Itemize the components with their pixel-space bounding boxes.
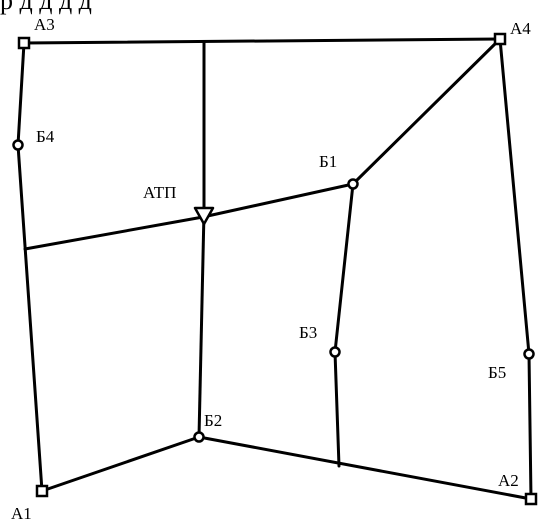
edge-atp-left	[23, 215, 205, 251]
edge-a2-b5	[527, 352, 533, 501]
label-b4: Б4	[36, 127, 55, 146]
edge-a1-b2	[40, 435, 201, 493]
edges	[16, 37, 533, 501]
edge-b2-a2	[197, 435, 533, 501]
edge-a4-b1	[351, 37, 502, 186]
label-a4: A4	[510, 19, 531, 38]
node-b1-circle	[347, 178, 359, 190]
label-a1: A1	[11, 504, 32, 523]
node-b4-circle	[12, 139, 24, 151]
label-a3: A3	[34, 15, 55, 34]
label-b3: Б3	[299, 323, 317, 342]
label-b1: Б1	[319, 152, 337, 171]
node-a1-square	[35, 484, 49, 498]
label-a2: A2	[498, 471, 519, 490]
edge-b5-a4	[498, 37, 531, 356]
node-a4-square	[493, 32, 507, 46]
label-b5: Б5	[488, 363, 506, 382]
edge-b1-b3	[333, 182, 355, 354]
edge-a3-b4	[16, 41, 26, 147]
node-a2-square	[524, 492, 538, 506]
node-a3-square	[17, 36, 31, 50]
label-b2: Б2	[204, 411, 222, 430]
atp-triangle-icon	[193, 206, 215, 226]
edge-b3-junction	[333, 350, 341, 468]
node-b5-circle	[523, 348, 535, 360]
edge-atp-b2	[197, 210, 206, 439]
cropped-top-text: р д д д д	[0, 0, 92, 15]
edge-a3-a4	[22, 37, 502, 45]
edge-b4-a1	[16, 143, 44, 493]
edge-b1-atp	[201, 182, 355, 219]
node-b2-circle	[193, 431, 205, 443]
label-atp: АТП	[143, 183, 176, 202]
node-b3-circle	[329, 346, 341, 358]
